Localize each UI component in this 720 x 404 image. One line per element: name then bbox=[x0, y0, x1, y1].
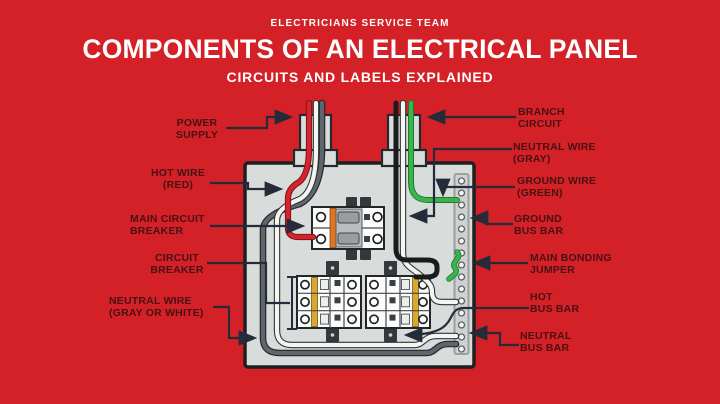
mounting-tabs bbox=[326, 197, 397, 342]
label-main-bonding-jumper: MAIN BONDING JUMPER bbox=[530, 252, 612, 276]
label-circuit-breaker: CIRCUIT BREAKER bbox=[150, 252, 204, 276]
label-ground-bus-bar: GROUND BUS BAR bbox=[514, 213, 564, 237]
connector-hot-bus-bar bbox=[403, 306, 529, 343]
page-subtitle: CIRCUITS AND LABELS EXPLAINED bbox=[226, 69, 494, 85]
breaker-bracket bbox=[287, 276, 297, 330]
callout-connectors bbox=[207, 109, 529, 347]
connector-neutral-wire-gray bbox=[408, 147, 512, 224]
label-ground-wire-green: GROUND WIRE (GREEN) bbox=[517, 175, 597, 199]
connector-power-supply bbox=[226, 109, 294, 130]
branch-breaker-left bbox=[296, 275, 362, 329]
label-hot-wire-red: HOT WIRE (RED) bbox=[150, 167, 206, 191]
page-title: COMPONENTS OF AN ELECTRICAL PANEL bbox=[82, 34, 638, 64]
label-neutral-wire-gray: NEUTRAL WIRE (GRAY) bbox=[513, 141, 596, 165]
connector-neutral-wire bbox=[213, 305, 258, 346]
main-circuit-breaker bbox=[311, 206, 385, 250]
connector-circuit-breaker bbox=[207, 261, 290, 305]
hot-black-wire bbox=[393, 100, 440, 280]
label-main-circuit-breaker: MAIN CIRCUIT BREAKER bbox=[130, 213, 205, 237]
hot-red-wire bbox=[284, 99, 317, 241]
neutral-white-wire-right bbox=[399, 99, 460, 306]
label-branch-circuit: BRANCH CIRCUIT bbox=[518, 106, 565, 130]
brand-name: ELECTRICIANS SERVICE TEAM bbox=[270, 18, 450, 29]
label-power-supply: POWER SUPPLY bbox=[175, 117, 219, 141]
connector-ground-wire-green bbox=[435, 178, 515, 198]
label-hot-bus-bar: HOT BUS BAR bbox=[530, 291, 580, 315]
connector-neutral-bus-bar bbox=[468, 325, 519, 347]
connector-ground-bus-bar bbox=[469, 210, 513, 226]
connector-hot-wire bbox=[210, 181, 284, 197]
main-bonding-jumper-wire bbox=[446, 249, 462, 282]
neutral-gray-wire bbox=[259, 99, 460, 357]
ground-green-wire bbox=[408, 100, 460, 203]
label-neutral-wire-gray-or-white: NEUTRAL WIRE (GRAY OR WHITE) bbox=[109, 295, 204, 319]
branch-breaker-right bbox=[365, 275, 431, 329]
label-neutral-bus-bar: NEUTRAL BUS BAR bbox=[520, 330, 572, 354]
